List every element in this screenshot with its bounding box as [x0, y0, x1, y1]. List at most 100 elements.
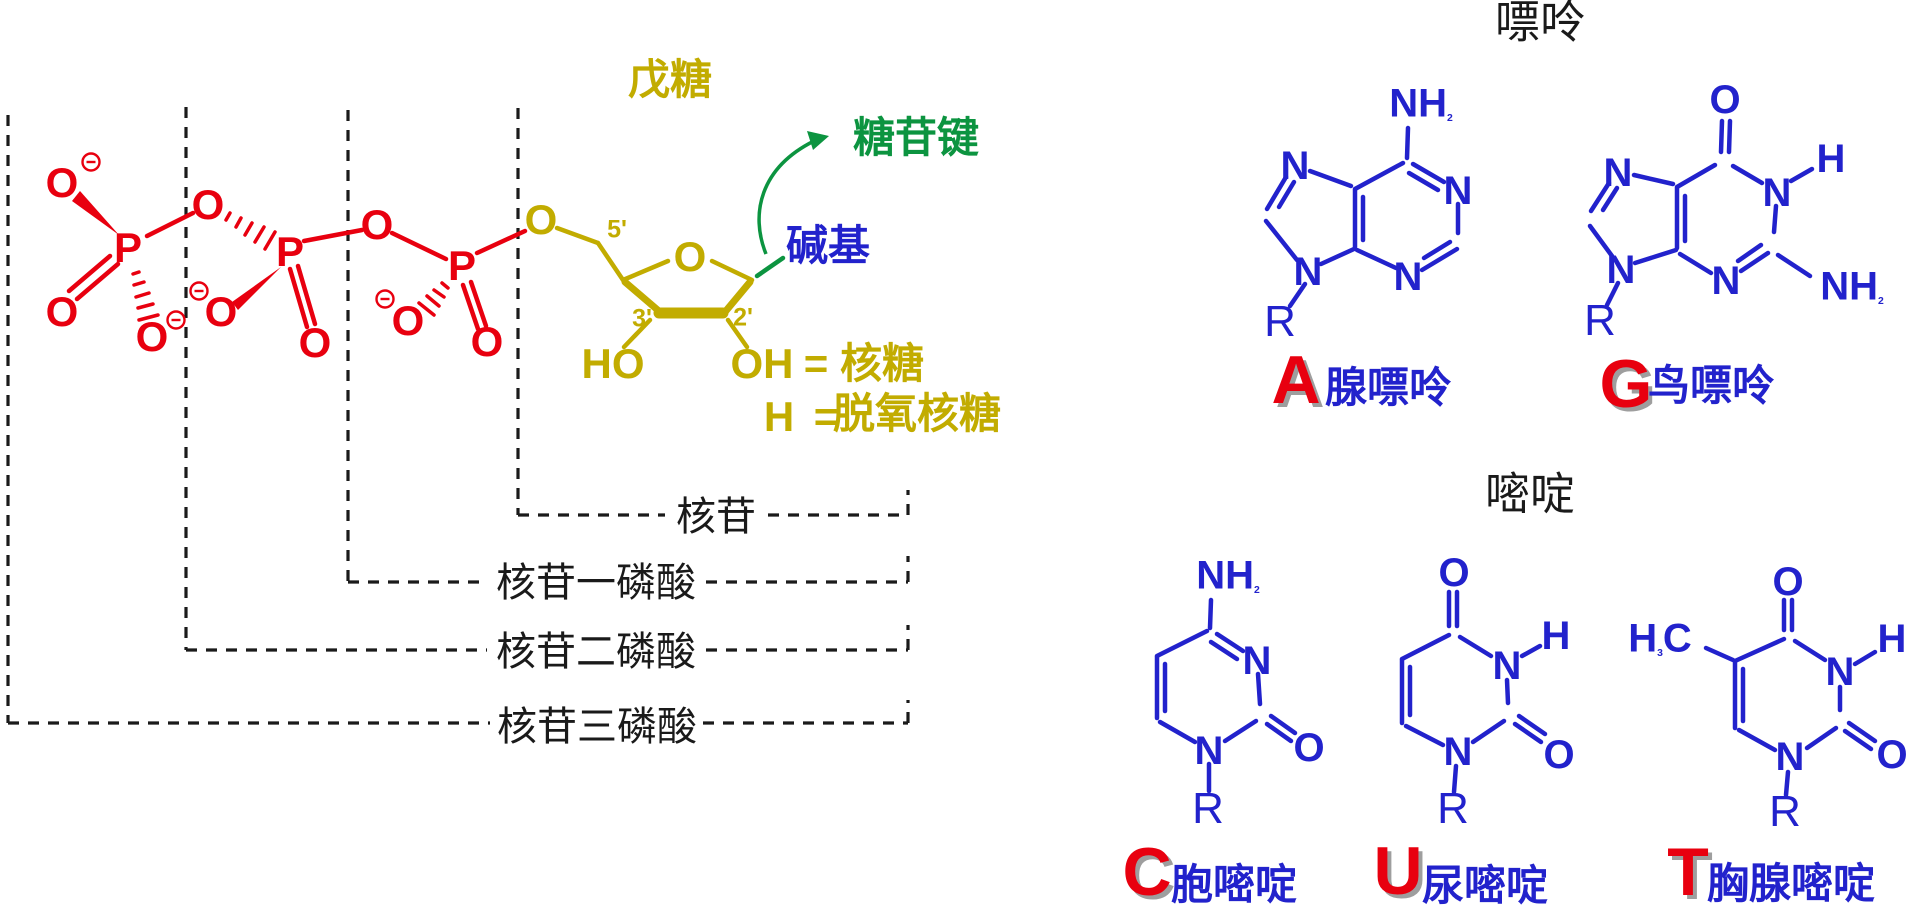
nitrogen-atom: N: [1762, 171, 1792, 215]
hydrogen-atom: H: [763, 393, 795, 440]
oxygen-atom: O: [204, 288, 238, 335]
oxygen-atom: O: [1438, 551, 1470, 595]
r-group-label: R: [1584, 296, 1616, 345]
adenine-name: 腺嘌呤: [1324, 364, 1452, 411]
glycosidic-bond-label: 糖苷键: [852, 114, 980, 161]
phosphorus-atom: P: [447, 242, 477, 289]
r-group-label: R: [1192, 784, 1224, 833]
hash-bond-o-p2: [224, 211, 277, 251]
oxygen-atom: O: [135, 313, 169, 360]
nitrogen-atom: N: [1775, 735, 1805, 779]
equals-sign: =: [813, 393, 839, 440]
triphosphate-bonds: [66, 191, 528, 332]
glycosidic-bond-arrow-icon: [757, 131, 829, 255]
nitrogen-atom: N: [1825, 650, 1855, 694]
amino-group-label: NH2: [1196, 553, 1260, 598]
deoxyribose-label: 脱氧核糖: [832, 390, 1002, 437]
oxygen-atom: O: [1709, 78, 1741, 122]
diphosphate-label: 核苷二磷酸: [496, 630, 696, 674]
wedge-bond-p2-o: [232, 267, 281, 310]
uracil-bonds: [1399, 589, 1548, 795]
ribose-label: 核糖: [839, 340, 925, 387]
oxygen-atom: O: [191, 181, 225, 228]
hydrogen-atom: H: [1541, 614, 1571, 658]
methyl-group-label: H3C: [1628, 616, 1692, 661]
hydroxyl-label: OH: [730, 340, 794, 387]
cytosine-letter: C: [1122, 834, 1172, 910]
equals-sign: =: [803, 340, 829, 387]
hydrogen-atom: H: [1877, 617, 1907, 661]
r-group-label: R: [1264, 297, 1296, 346]
amino-group-label: NH2: [1820, 264, 1884, 309]
nitrogen-atom: N: [1280, 144, 1310, 188]
ring-oxygen-atom: O: [673, 233, 707, 280]
glycosidic-bond-group: [754, 131, 829, 279]
oxygen-atom: O: [391, 297, 425, 344]
negative-charge-icon: [189, 281, 209, 301]
bracket-line-diphosphate: [186, 625, 910, 652]
negative-charge-icons: [81, 152, 395, 330]
bracket-line-nucleoside: [518, 490, 910, 517]
hydroxyl-label: HO: [581, 340, 645, 387]
negative-charge-icon: [375, 289, 395, 309]
oxygen-atom: O: [470, 318, 504, 365]
nitrogen-atom: N: [1492, 644, 1522, 688]
thymine-name: 胸腺嘧啶: [1706, 860, 1876, 907]
wedge-bond-p1-o: [72, 191, 119, 235]
guanine-bonds: [1587, 118, 1815, 308]
nitrogen-atom: N: [1443, 169, 1473, 213]
thymine-letter: T: [1667, 834, 1709, 910]
uracil-letter: U: [1373, 833, 1423, 909]
three-prime-label: 3': [632, 304, 652, 333]
pyrimidine-title: 嘧啶: [1484, 468, 1576, 520]
oxygen-atom: O: [298, 319, 332, 366]
bracket-line-monophosphate: [348, 556, 910, 584]
adenine-letter: A: [1271, 342, 1321, 418]
nitrogen-atom: N: [1242, 639, 1272, 683]
five-prime-label: 5': [607, 215, 627, 244]
nucleoside-label: 核苷: [676, 495, 756, 539]
negative-charge-icon: [81, 152, 101, 172]
oxygen-atom: O: [524, 196, 558, 243]
phosphorus-atom: P: [113, 224, 143, 271]
r-group-label: R: [1769, 787, 1801, 836]
phosphorus-atom: P: [275, 228, 305, 275]
nitrogen-atom: N: [1293, 250, 1323, 294]
nitrogen-atom: N: [1711, 259, 1741, 303]
bracket-dashed-lines: [6, 107, 910, 725]
cytosine-bonds: [1154, 597, 1298, 794]
purine-title: 嘌呤: [1494, 0, 1586, 48]
adenine-bonds: [1263, 125, 1461, 309]
two-prime-label: 2': [733, 303, 753, 332]
hash-bond-p3-o: [417, 281, 450, 317]
nitrogen-atom: N: [1194, 729, 1224, 773]
oxygen-atom: O: [45, 159, 79, 206]
oxygen-atom: O: [360, 201, 394, 248]
base-label: 碱基: [785, 222, 871, 269]
thymine-bonds: [1703, 597, 1878, 798]
pentose-label: 戊糖: [627, 56, 713, 103]
r-group-label: R: [1437, 784, 1469, 833]
bracket-line-triphosphate: [8, 700, 910, 725]
amino-group-label: NH2: [1389, 81, 1453, 126]
triphosphate-label: 核苷三磷酸: [497, 705, 697, 749]
pentose-bonds: [554, 225, 755, 350]
nitrogen-atom: N: [1393, 255, 1423, 299]
uracil-name: 尿嘧啶: [1421, 862, 1549, 909]
nitrogen-atom: N: [1606, 248, 1636, 292]
oxygen-atom: O: [1772, 560, 1804, 604]
hydrogen-atom: H: [1816, 137, 1846, 181]
oxygen-atom: O: [1543, 733, 1575, 777]
hash-bond-p1-o: [131, 270, 160, 322]
oxygen-atom: O: [1293, 726, 1325, 770]
cytosine-name: 胞嘧啶: [1170, 861, 1298, 908]
nitrogen-atom: N: [1443, 730, 1473, 774]
oxygen-atom: O: [1876, 733, 1908, 777]
negative-charge-icon: [166, 310, 186, 330]
monophosphate-label: 核苷一磷酸: [496, 561, 696, 605]
nitrogen-atom: N: [1603, 151, 1633, 195]
oxygen-atom: O: [45, 288, 79, 335]
guanine-letter: G: [1599, 346, 1653, 422]
